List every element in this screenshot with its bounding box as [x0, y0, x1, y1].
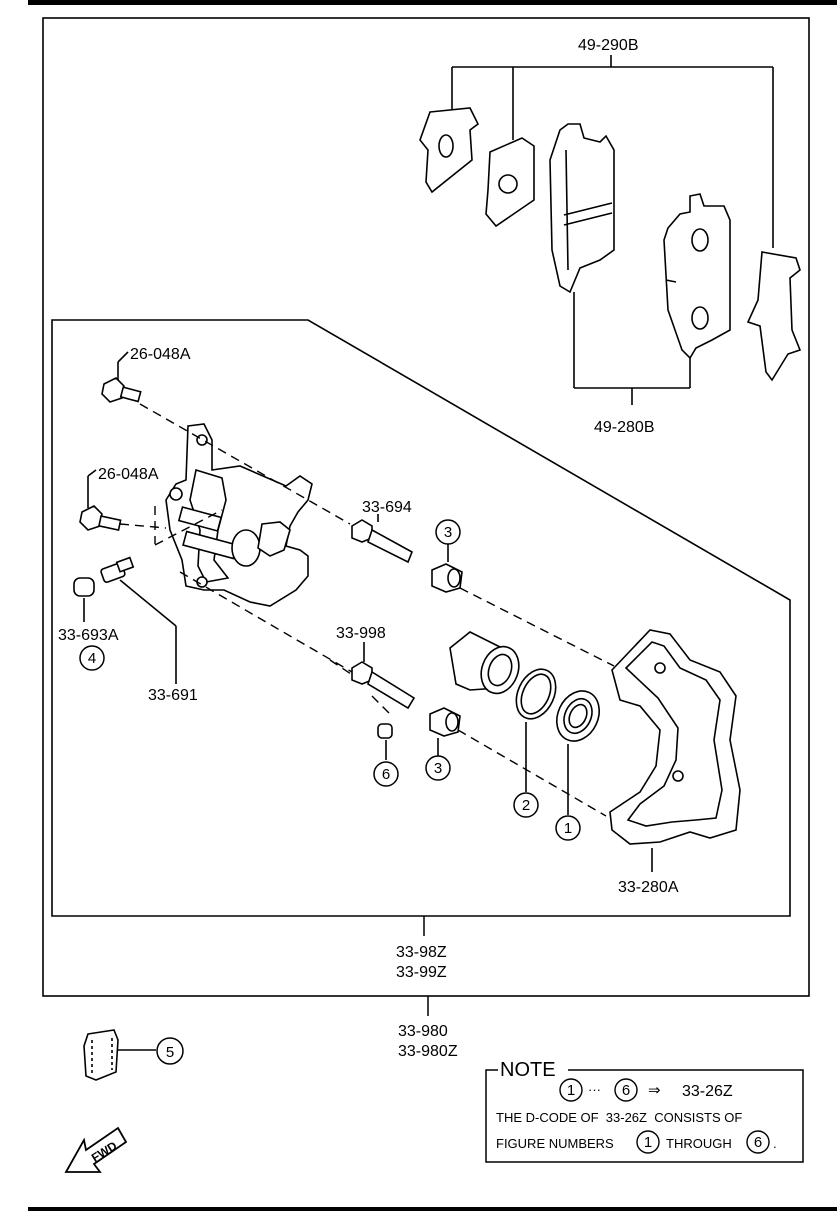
note-range-dots: ···	[588, 1082, 601, 1097]
callout-3b: 3	[434, 760, 442, 777]
caliper-bracket	[609, 629, 741, 872]
pin-boot-upper	[431, 544, 463, 593]
label-caliper-assy-alt: 33-99Z	[396, 964, 447, 981]
bolt-lower	[79, 469, 122, 531]
outer-frame	[42, 17, 810, 997]
callout-3a: 3	[444, 524, 452, 541]
inner-frame	[51, 319, 791, 917]
top-rule	[28, 0, 837, 5]
note-line2: THE D-CODE OF 33-26Z CONSISTS OF	[496, 1110, 742, 1125]
shim-outer-left	[419, 107, 480, 194]
label-pad-kit: 49-290B	[578, 37, 639, 54]
label-bracket: 33-280A	[618, 879, 679, 896]
note-arrow: ⇒	[648, 1082, 661, 1099]
pad-kit-group	[419, 55, 802, 405]
label-bolt-upper: 26-048A	[130, 346, 191, 363]
callout-1-circle	[555, 815, 581, 841]
callout-6-circle	[373, 761, 399, 787]
label-guide-pin-upper: 33-694	[362, 499, 412, 516]
callout-6: 6	[382, 766, 390, 783]
caliper-body	[165, 423, 313, 607]
guide-pin-lower	[351, 642, 416, 710]
label-pad-set: 49-280B	[594, 419, 655, 436]
callout-5: 5	[166, 1044, 174, 1061]
note-line3-from: 1	[644, 1134, 652, 1151]
note-line3-to: 6	[754, 1134, 762, 1151]
callout-3a-circle	[435, 519, 461, 545]
callout-2: 2	[522, 797, 530, 814]
note-title: NOTE	[500, 1059, 556, 1081]
callout-5-circle	[156, 1037, 184, 1065]
pin-boot-lower	[429, 707, 461, 756]
guide-pin-upper	[351, 514, 414, 564]
piston	[449, 631, 520, 695]
piston-seal	[515, 668, 557, 792]
grease-packet	[83, 1029, 156, 1081]
bottom-rule	[28, 1207, 837, 1211]
callout-4-circle	[79, 645, 105, 671]
callout-4: 4	[88, 650, 96, 667]
label-bleeder-cap: 33-693A	[58, 627, 119, 644]
label-brake-assy: 33-980	[398, 1023, 448, 1040]
label-bolt-lower: 26-048A	[98, 466, 159, 483]
callout-2-circle	[513, 792, 539, 818]
note-range-to: 6	[622, 1082, 630, 1099]
shim-inner-left	[485, 137, 535, 228]
note-line3-a: FIGURE NUMBERS	[496, 1136, 614, 1151]
label-guide-pin-lower: 33-998	[336, 625, 386, 642]
label-caliper-assy: 33-98Z	[396, 944, 447, 961]
bleeder-cap	[73, 577, 95, 622]
note-box: NOTE 1 ··· 6 ⇒ 33-26Z THE D-CODE OF 33-2…	[485, 1058, 804, 1163]
brake-pad-left	[549, 123, 615, 294]
note-line3-end: .	[773, 1136, 777, 1151]
shim-outer-right	[746, 251, 802, 382]
brake-pad-right	[663, 193, 731, 360]
label-brake-assy-alt: 33-980Z	[398, 1043, 458, 1060]
callout-1: 1	[564, 820, 572, 837]
callout-3b-circle	[425, 755, 451, 781]
dashed-assembly-lines	[119, 403, 615, 817]
bolt-upper	[101, 351, 142, 403]
bleeder-screw	[100, 556, 177, 684]
note-range-from: 1	[567, 1082, 575, 1099]
plug	[377, 723, 393, 760]
forward-arrow-icon	[64, 1126, 128, 1173]
label-bleeder-screw: 33-691	[148, 687, 198, 704]
note-code: 33-26Z	[682, 1083, 733, 1100]
note-line3-b: THROUGH	[666, 1136, 732, 1151]
dust-boot	[556, 690, 600, 815]
